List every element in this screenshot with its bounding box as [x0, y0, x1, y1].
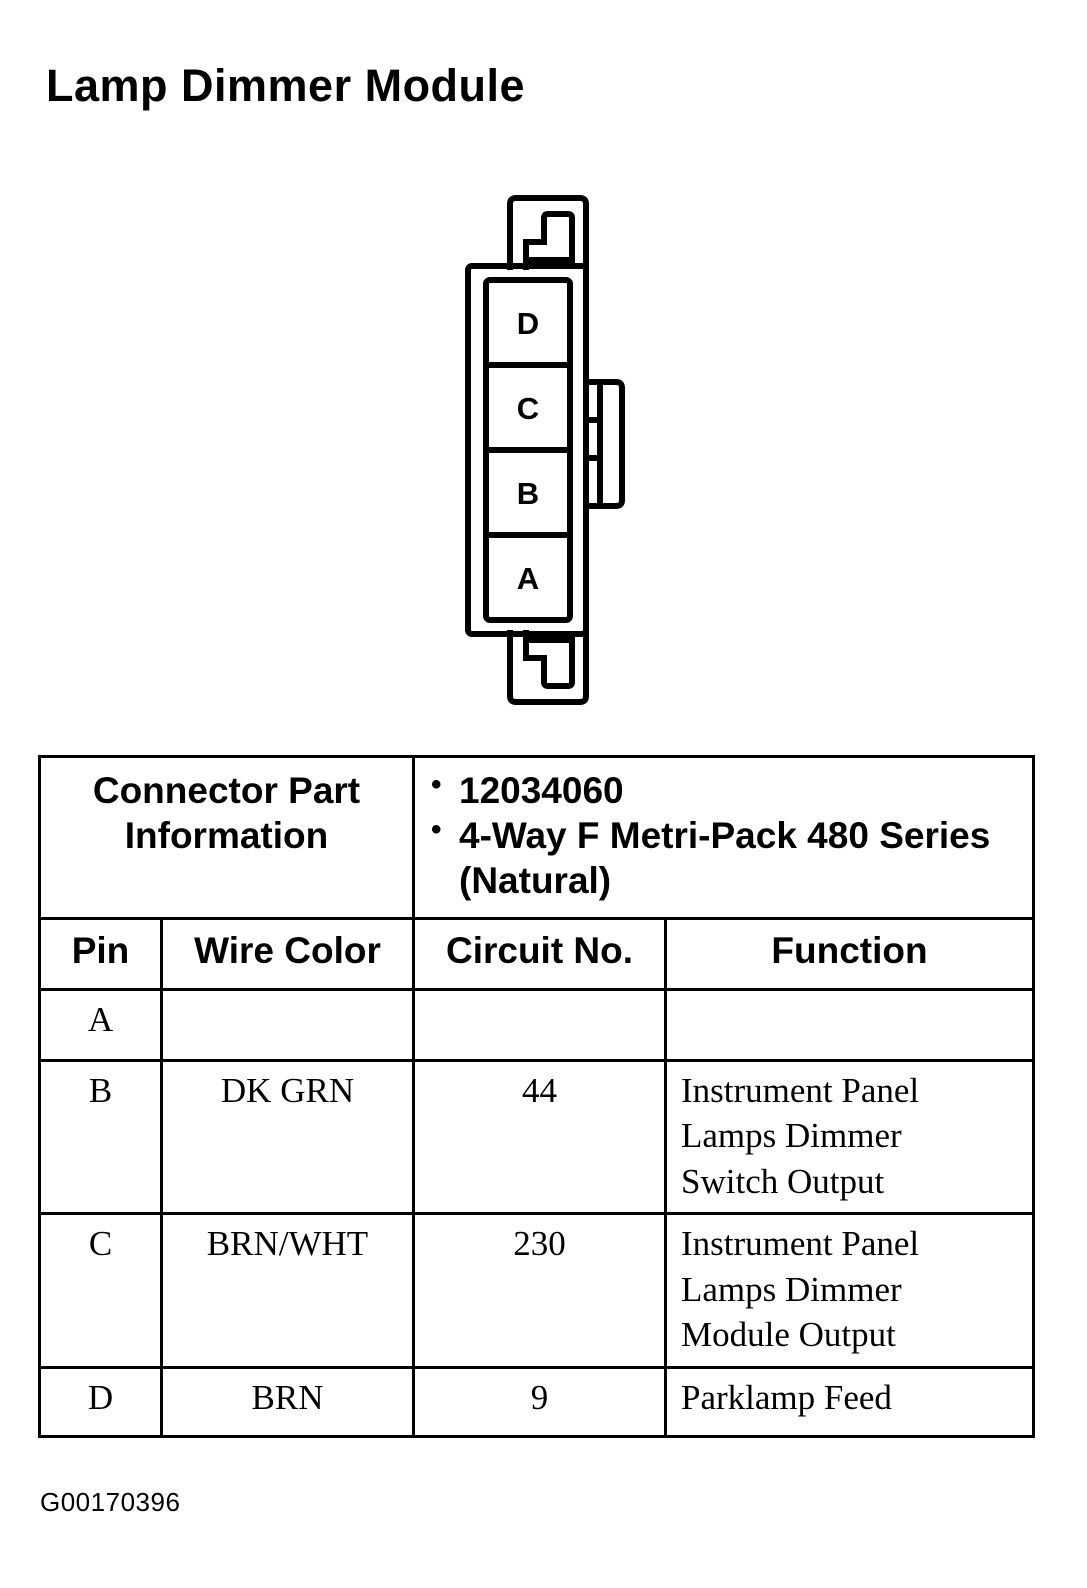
side-latch-outline — [586, 379, 625, 509]
table-row: D BRN 9 Parklamp Feed — [38, 1365, 1035, 1438]
connector-part-information-label: Connector Part Information — [38, 754, 415, 921]
top-tab-notch — [523, 211, 575, 270]
cell-pin: C — [38, 1212, 163, 1369]
pin-cavity-label-c: C — [517, 391, 539, 426]
table-row: B DK GRN 44 Instrument Panel Lamps Dimme… — [38, 1058, 1035, 1215]
cell-circuit-no: 9 — [412, 1365, 667, 1438]
column-header-circuit-no: Circuit No. — [412, 917, 667, 991]
column-header-wire-color: Wire Color — [160, 917, 415, 991]
bottom-tab-notch — [523, 630, 575, 689]
connector-part-information-values: 12034060 4-Way F Metri-Pack 480 Series (… — [412, 754, 1035, 921]
cell-circuit-no: 44 — [412, 1058, 667, 1215]
table-row: A — [38, 987, 1035, 1062]
cell-function: Instrument Panel Lamps Dimmer Module Out… — [664, 1212, 1035, 1369]
figure-reference-code: G00170396 — [40, 1487, 181, 1517]
connector-part-information-list: 12034060 4-Way F Metri-Pack 480 Series (… — [429, 767, 1024, 903]
cell-function-line: Lamps Dimmer — [681, 1116, 902, 1155]
table-row: C BRN/WHT 230 Instrument Panel Lamps Dim… — [38, 1212, 1035, 1369]
cell-pin: D — [38, 1365, 163, 1438]
connector-part-number: 12034060 — [429, 767, 1024, 813]
column-header-function: Function — [664, 917, 1035, 991]
connector-part-description: 4-Way F Metri-Pack 480 Series (Natural) — [429, 812, 1024, 903]
cell-circuit-no: 230 — [412, 1212, 667, 1369]
cell-function-line: Instrument Panel — [681, 1224, 920, 1263]
cell-pin: A — [38, 987, 163, 1062]
cell-function: Parklamp Feed — [664, 1365, 1035, 1438]
cell-function: Instrument Panel Lamps Dimmer Switch Out… — [664, 1058, 1035, 1215]
cell-pin: B — [38, 1058, 163, 1215]
cell-circuit-no — [412, 987, 667, 1062]
cell-wire-color: DK GRN — [160, 1058, 415, 1215]
cell-wire-color: BRN — [160, 1365, 415, 1438]
cell-function-line: Module Output — [681, 1315, 896, 1354]
connector-pinout-table: Connector Part Information 12034060 4-Wa… — [38, 754, 1035, 1438]
pin-cavity-label-a: A — [517, 561, 539, 596]
cell-function — [664, 987, 1035, 1062]
connector-diagram: D C B A — [440, 170, 650, 730]
cell-function-line: Instrument Panel — [681, 1070, 920, 1110]
pin-cavity-label-d: D — [517, 306, 539, 341]
cell-function-line: Switch Output — [681, 1161, 885, 1201]
connector-part-information-row: Connector Part Information 12034060 4-Wa… — [38, 754, 1035, 921]
table-header-row: Pin Wire Color Circuit No. Function — [38, 917, 1035, 991]
cell-wire-color — [160, 987, 415, 1062]
top-tab-outer — [507, 195, 589, 270]
pin-cavity-label-b: B — [517, 476, 539, 511]
page-title: Lamp Dimmer Module — [46, 60, 526, 111]
column-header-pin: Pin — [38, 917, 163, 991]
bottom-tab-outer — [507, 630, 589, 705]
cell-function-line: Lamps Dimmer — [681, 1269, 902, 1309]
cell-wire-color: BRN/WHT — [160, 1212, 415, 1369]
connector-illustration: D C B A — [465, 195, 625, 705]
